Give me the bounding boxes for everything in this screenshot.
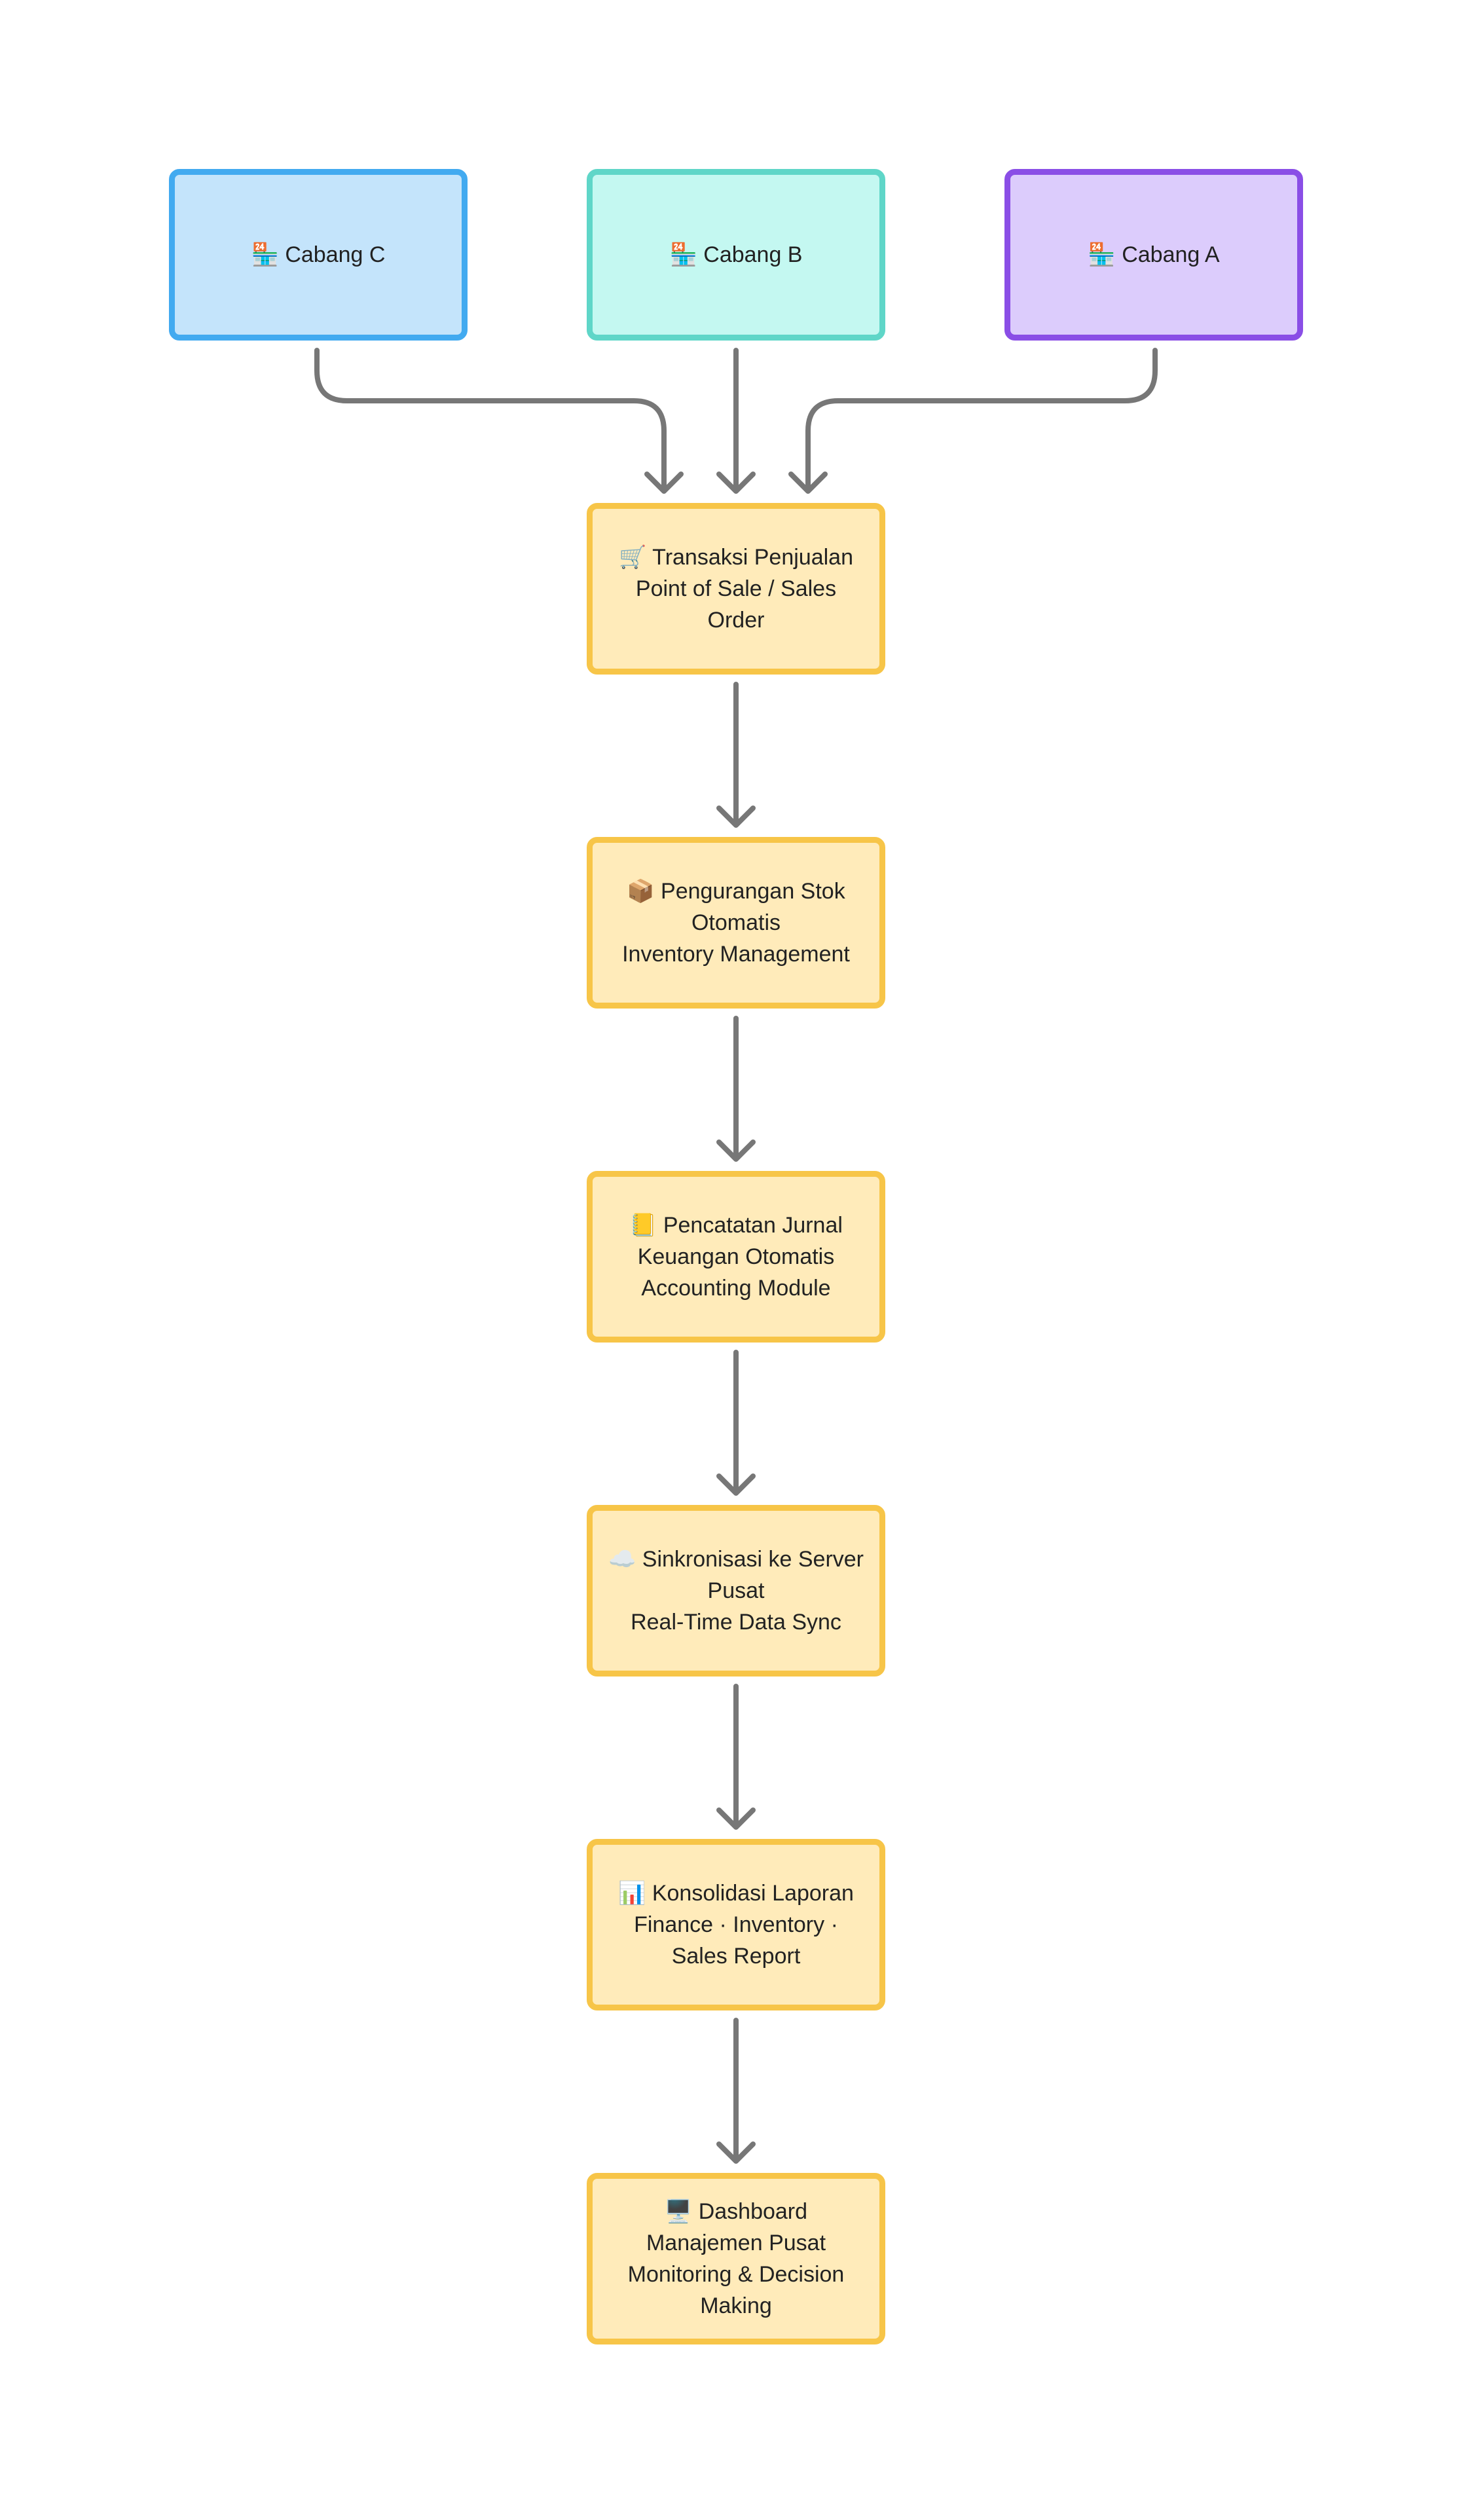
step-node-stock-reduction[interactable]: 📦 Pengurangan Stok Otomatis Inventory Ma… [587,837,885,1009]
connector-arrow-step-2 [716,1016,756,1162]
step-line: Manajemen Pusat [646,2231,826,2255]
connector-arrow-cabang-a [788,348,1158,494]
branch-node-cabang-a[interactable]: 🏪 Cabang A [1004,169,1303,341]
step-label: ☁️ Sinkronisasi ke Server Pusat Real-Tim… [595,1544,877,1638]
step-line: Finance · Inventory · [634,1912,838,1937]
step-line: 📦 Pengurangan Stok [627,879,845,904]
step-line: 📊 Konsolidasi Laporan [618,1881,854,1906]
step-label: 🛒 Transaksi Penjualan Point of Sale / Sa… [606,542,866,636]
step-line: 📒 Pencatatan Jurnal [629,1213,843,1238]
connector-arrow-cabang-c [314,348,684,494]
step-line: Sales Report [671,1944,801,1969]
step-line: Order [707,608,765,633]
branch-label: 🏪 Cabang B [669,242,803,267]
step-label: 📒 Pencatatan Jurnal Keuangan Otomatis Ac… [616,1210,856,1304]
step-line: Monitoring & Decision [627,2262,845,2287]
connector-arrow-step-4 [716,1684,756,1830]
connector-arrow-step-3 [716,1350,756,1496]
step-node-report-consolidation[interactable]: 📊 Konsolidasi Laporan Finance · Inventor… [587,1839,885,2010]
step-node-management-dashboard[interactable]: 🖥️ Dashboard Manajemen Pusat Monitoring … [587,2173,885,2344]
step-line: Keuangan Otomatis [637,1244,835,1269]
step-line: Real-Time Data Sync [631,1610,841,1635]
step-line: Accounting Module [641,1276,831,1301]
step-line: 🛒 Transaksi Penjualan [619,545,853,570]
step-line: Making [700,2293,772,2318]
step-line: ☁️ Sinkronisasi ke Server [608,1547,864,1572]
step-node-journal-entry[interactable]: 📒 Pencatatan Jurnal Keuangan Otomatis Ac… [587,1171,885,1343]
step-line: 🖥️ Dashboard [664,2199,808,2224]
connector-arrow-step-5 [716,2018,756,2164]
branch-node-cabang-c[interactable]: 🏪 Cabang C [169,169,468,341]
connector-arrow-step-1 [716,682,756,828]
step-label: 📦 Pengurangan Stok Otomatis Inventory Ma… [609,876,863,970]
step-node-sales-transaction[interactable]: 🛒 Transaksi Penjualan Point of Sale / Sa… [587,503,885,675]
step-node-server-sync[interactable]: ☁️ Sinkronisasi ke Server Pusat Real-Tim… [587,1505,885,1677]
step-label: 🖥️ Dashboard Manajemen Pusat Monitoring … [615,2196,858,2322]
step-line: Point of Sale / Sales [635,576,837,601]
branch-label: 🏪 Cabang A [1088,242,1220,267]
step-label: 📊 Konsolidasi Laporan Finance · Inventor… [605,1878,867,1972]
connector-arrow-cabang-b [716,348,756,494]
step-line: Inventory Management [622,942,850,967]
branch-label: 🏪 Cabang C [251,242,386,267]
step-line: Pusat [707,1578,765,1603]
branch-node-cabang-b[interactable]: 🏪 Cabang B [587,169,885,341]
step-line: Otomatis [691,910,781,935]
